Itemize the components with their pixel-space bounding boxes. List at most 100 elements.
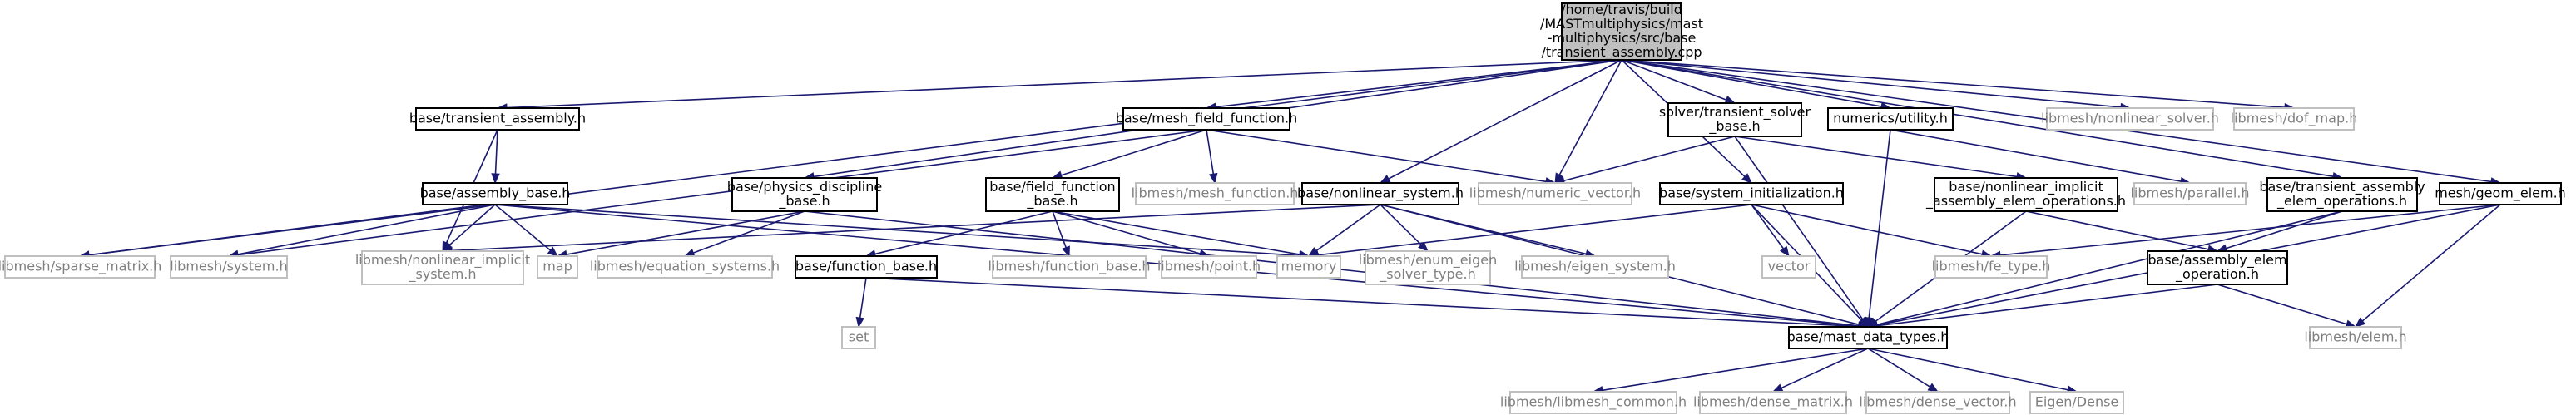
node-lm_nonlinear_implicit_system_h: libmesh/nonlinear_implicit_system.h [355, 250, 530, 285]
node-label: base/assembly_elem [2147, 252, 2286, 269]
node-label: libmesh/dense_vector.h [1859, 394, 2016, 411]
node-label: -multiphysics/src/base [1548, 30, 1697, 46]
node-box [4, 255, 156, 279]
node-mesh_field_function_h[interactable]: base/mesh_field_function.h [1116, 107, 1298, 131]
node-box [1161, 255, 1257, 279]
node-box [985, 177, 1120, 212]
edge-function_base_h-to-mast_data_types_h [865, 277, 1870, 331]
node-map: map [537, 255, 578, 279]
node-function_base_h[interactable]: base/function_base.h [795, 255, 938, 279]
node-box [1667, 102, 1802, 137]
node-label: /home/travis/build [1561, 2, 1682, 17]
edge-numerics_utility_h-to-mast_data_types_h [1865, 129, 1891, 329]
node-label: libmesh/mesh_function.h [1132, 185, 1299, 202]
edge-nonlinear_implicit_assembly_elem_operations_h-to-assembly_elem_operation_h [2025, 210, 2219, 254]
node-box [1365, 250, 1491, 285]
node-box [1478, 182, 1632, 205]
node-label: _base.h [1026, 193, 1077, 210]
node-label: libmesh/sparse_matrix.h [0, 259, 161, 275]
node-mast_data_types_h[interactable]: base/mast_data_types.h [1787, 326, 1949, 349]
node-box [2439, 182, 2562, 205]
node-numerics_utility_h[interactable]: numerics/utility.h [1827, 107, 1954, 131]
node-label: _operation.h [2175, 266, 2259, 283]
node-label: base/transient_assembly [2259, 179, 2425, 195]
node-box [422, 182, 568, 205]
node-box [2133, 182, 2247, 205]
node-field_function_base_h[interactable]: base/field_function_base.h [985, 177, 1120, 212]
node-box [2029, 391, 2124, 414]
node-box [2046, 107, 2214, 131]
edge-mesh_field_function_h-to-lm_mesh_function_h [1206, 129, 1218, 185]
node-lm_numeric_vector_h: libmesh/numeric_vector.h [1469, 182, 1641, 205]
node-label: _base.h [1708, 118, 1760, 135]
node-root[interactable]: /home/travis/build/MASTmultiphysics/mast… [1540, 2, 1703, 61]
edge-nonlinear_system_h-to-lm_enum_eigen_solver_type_h [1380, 204, 1429, 252]
node-label: memory [1281, 259, 1337, 274]
node-box [1699, 391, 1847, 414]
node-label: base/mesh_field_function.h [1116, 111, 1298, 127]
node-nonlinear_system_h[interactable]: base/nonlinear_system.h [1297, 182, 1464, 205]
node-label: base/physics_discipline [727, 179, 882, 195]
edge-system_initialization_h-to-vector [1751, 204, 1790, 258]
node-box [1301, 182, 1459, 205]
node-label: libmesh/eigen_system.h [1514, 259, 1676, 275]
node-label: base/transient_assembly.h [409, 111, 586, 127]
node-geom_elem_h[interactable]: mesh/geom_elem.h [2435, 182, 2566, 205]
node-box [1788, 326, 1948, 349]
node-transient_solver_base_h[interactable]: solver/transient_solver_base.h [1659, 102, 1811, 137]
node-label: libmesh/nonlinear_implicit [355, 252, 530, 269]
node-physics_discipline_base_h[interactable]: base/physics_discipline_base.h [727, 177, 882, 212]
edge-assembly_elem_operation_h-to-mast_data_types_h [1866, 284, 2218, 330]
node-nonlinear_implicit_assembly_elem_operations_h[interactable]: base/nonlinear_implicit_assembly_elem_op… [1925, 177, 2126, 212]
node-box [2233, 107, 2355, 131]
node-label: libmesh/enum_eigen [1359, 252, 1497, 269]
node-lm_eigen_system_h: libmesh/eigen_system.h [1514, 255, 1676, 279]
node-label: _solver_type.h [1379, 266, 1475, 283]
edge-assembly_elem_operation_h-to-lm_elem_h [2217, 284, 2357, 329]
node-lm_fe_type_h: libmesh/fe_type.h [1932, 255, 2050, 279]
node-lm_libmesh_common_h: libmesh/libmesh_common.h [1500, 391, 1687, 414]
edge-transient_solver_base_h-to-lm_numeric_vector_h [1553, 136, 1736, 185]
edge-root-to-lm_sparse_matrix_h [78, 59, 1622, 259]
node-lm_parallel_h: libmesh/parallel.h [2130, 182, 2250, 205]
node-label: libmesh/elem.h [2304, 329, 2406, 345]
node-label: libmesh/numeric_vector.h [1469, 185, 1641, 202]
node-label: /transient_assembly.cpp [1541, 44, 1702, 61]
node-transient_assembly_elem_operations_h[interactable]: base/transient_assembly_elem_operations.… [2259, 177, 2425, 212]
node-lm_equation_systems_h: libmesh/equation_systems.h [590, 255, 780, 279]
node-system_initialization_h[interactable]: base/system_initialization.h [1659, 182, 1844, 205]
node-label: base/system_initialization.h [1659, 185, 1844, 202]
node-lm_dof_map_h: libmesh/dof_map.h [2231, 107, 2357, 131]
node-box [1561, 2, 1682, 61]
node-assembly_elem_operation_h[interactable]: base/assembly_elem_operation.h [2147, 250, 2288, 285]
node-transient_assembly_h[interactable]: base/transient_assembly.h [409, 107, 586, 131]
node-label: base/nonlinear_system.h [1297, 185, 1464, 202]
node-lm_function_base_h: libmesh/function_base.h [988, 255, 1151, 279]
node-label: map [542, 259, 572, 274]
node-lm_sparse_matrix_h: libmesh/sparse_matrix.h [0, 255, 161, 279]
node-box [597, 255, 773, 279]
edge-assembly_base_h-to-memory [494, 204, 1310, 260]
node-box [1509, 391, 1677, 414]
edge-field_function_base_h-to-lm_function_base_h [1052, 210, 1070, 258]
node-box [537, 255, 578, 279]
edge-mesh_field_function_h-to-field_function_base_h [1051, 129, 1207, 180]
edge-field_function_base_h-to-memory [1052, 210, 1310, 259]
node-box [361, 250, 524, 285]
node-label: Eigen/Dense [2035, 394, 2119, 410]
node-box [1934, 177, 2118, 212]
node-label: vector [1768, 259, 1811, 274]
node-assembly_base_h[interactable]: base/assembly_base.h [420, 182, 571, 205]
node-label: libmesh/function_base.h [988, 259, 1150, 275]
node-eigen_dense: Eigen/Dense [2029, 391, 2124, 414]
edge-mast_data_types_h-to-lm_dense_matrix_h [1771, 348, 1869, 393]
edge-mast_data_types_h-to-lm_dense_vector_h [1867, 348, 1939, 393]
node-lm_nonlinear_solver_h: libmesh/nonlinear_solver.h [2041, 107, 2219, 131]
edge-numerics_utility_h-to-lm_parallel_h [1890, 129, 2192, 186]
edge-root-to-lm_numeric_vector_h [1554, 59, 1622, 185]
node-vector: vector [1761, 255, 1816, 279]
edge-transient_solver_base_h-to-nonlinear_implicit_assembly_elem_operations_h [1734, 136, 2028, 181]
edge-assembly_base_h-to-map [494, 204, 559, 257]
